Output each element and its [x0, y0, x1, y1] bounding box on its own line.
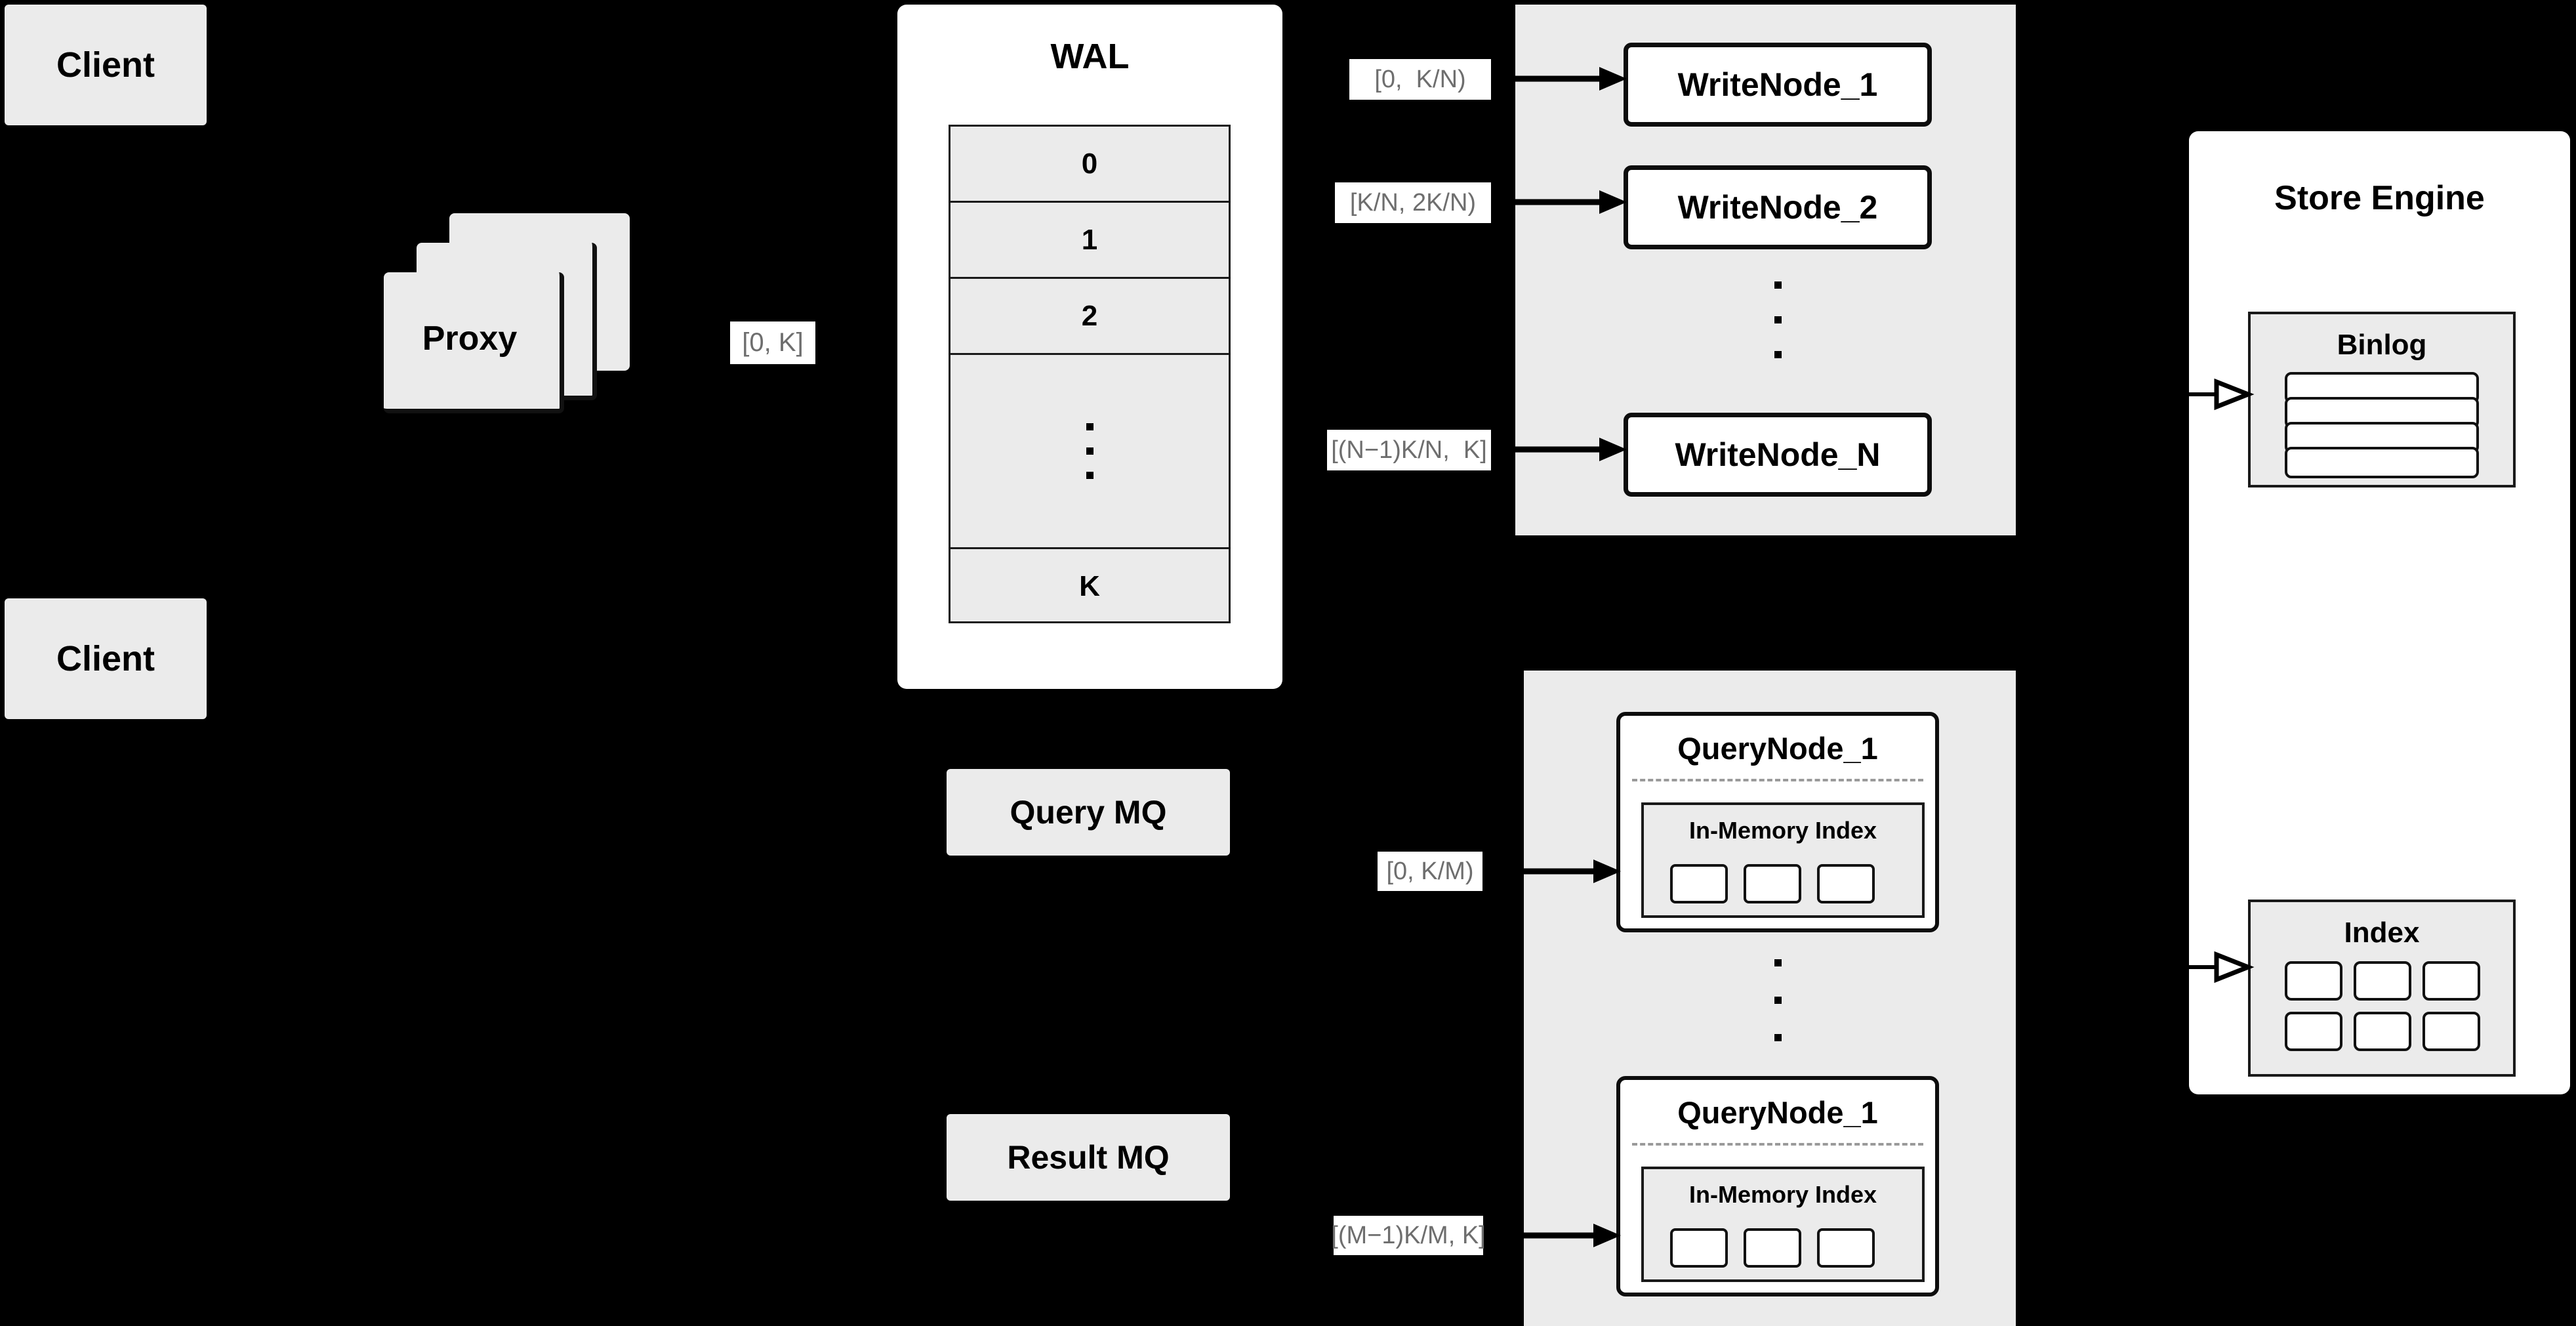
in-memory-index-label-1: In-Memory Index	[1688, 817, 1877, 844]
arrow-wal-to-writenode-2	[1515, 190, 1627, 214]
wal-row: 2	[951, 279, 1229, 355]
proxy-stack[interactable]: Proxy	[384, 213, 672, 430]
wal-table: 0 1 2 K	[949, 125, 1231, 623]
arrow-wal-to-writenode-1	[1515, 67, 1627, 91]
write-node-1-label: WriteNode_1	[1677, 66, 1878, 103]
index-cell	[1817, 864, 1875, 903]
query-mq-box[interactable]: Query MQ	[947, 769, 1230, 856]
query-node-1-label: QueryNode_1	[1677, 731, 1878, 766]
client-box-2[interactable]: Client	[5, 598, 207, 719]
index-cell	[2423, 1012, 2480, 1051]
arrow-mq-to-querynode-m	[1524, 1224, 1621, 1247]
client-label-2: Client	[56, 639, 155, 678]
index-title: Index	[2344, 917, 2420, 949]
store-engine-card: Store Engine Binlog Index	[2189, 131, 2570, 1094]
wal-row-ellipsis	[951, 355, 1229, 549]
index-cell	[2354, 1012, 2411, 1051]
binlog-title: Binlog	[2337, 329, 2427, 361]
result-mq-label: Result MQ	[1007, 1139, 1170, 1176]
vertical-ellipsis-icon	[1755, 943, 1801, 1058]
proxy-card-front: Proxy	[384, 272, 564, 413]
binlog-row	[2285, 447, 2479, 478]
query-node-1[interactable]: QueryNode_1 In-Memory Index	[1616, 712, 1939, 932]
client-label-1: Client	[56, 45, 155, 85]
wal-row: 1	[951, 203, 1229, 279]
index-cell	[1744, 864, 1801, 903]
index-cell	[1744, 1228, 1801, 1268]
write-node-1[interactable]: WriteNode_1	[1624, 43, 1932, 127]
query-node-m[interactable]: QueryNode_1 In-Memory Index	[1616, 1076, 1939, 1296]
edge-label-proxy-to-wal: [0, K]	[730, 321, 815, 364]
index-panel: Index	[2248, 900, 2516, 1077]
wal-row: 0	[951, 127, 1229, 203]
wal-title: WAL	[1050, 37, 1130, 76]
arrow-to-index	[2188, 951, 2255, 984]
edge-label-wal-to-writenode-2: [K/N, 2K/N)	[1335, 182, 1491, 223]
store-engine-title: Store Engine	[2274, 179, 2485, 217]
edge-label-wal-to-writenode-1: [0, K/N)	[1349, 59, 1491, 100]
index-cell	[1670, 1228, 1728, 1268]
index-cell	[1817, 1228, 1875, 1268]
vertical-ellipsis-icon	[1086, 415, 1094, 487]
write-node-n[interactable]: WriteNode_N	[1624, 413, 1932, 497]
write-node-2-label: WriteNode_2	[1677, 189, 1878, 226]
query-node-m-label: QueryNode_1	[1677, 1095, 1878, 1130]
query-node-cluster: QueryNode_1 In-Memory Index QueryNode_1 …	[1524, 671, 2016, 1326]
arrow-mq-to-querynode-1	[1524, 860, 1621, 883]
index-cell	[2423, 961, 2480, 1001]
arrow-to-binlog	[2188, 378, 2255, 411]
binlog-panel: Binlog	[2248, 312, 2516, 487]
index-cell	[2285, 961, 2342, 1001]
edge-label-mq-to-querynode-m: [(M−1)K/M, K]	[1331, 1216, 1486, 1255]
arrow-wal-to-writenode-n	[1515, 438, 1627, 461]
result-mq-box[interactable]: Result MQ	[947, 1114, 1230, 1201]
edge-label-wal-to-writenode-n: [(N−1)K/N, K]	[1327, 430, 1491, 470]
wal-row: K	[1079, 570, 1100, 602]
write-node-2[interactable]: WriteNode_2	[1624, 165, 1932, 249]
query-node-m-separator	[1632, 1143, 1923, 1146]
wal-card: WAL 0 1 2 K	[897, 5, 1282, 689]
in-memory-index-label-m: In-Memory Index	[1688, 1181, 1877, 1208]
write-node-cluster: WriteNode_1 WriteNode_2 WriteNode_N	[1515, 5, 2016, 535]
edge-label-mq-to-querynode-1: [0, K/M)	[1378, 852, 1482, 891]
index-cell	[2285, 1012, 2342, 1051]
index-cell	[1670, 864, 1728, 903]
index-cell	[2354, 961, 2411, 1001]
query-node-1-separator	[1632, 779, 1923, 781]
proxy-label: Proxy	[422, 320, 518, 358]
client-box-1[interactable]: Client	[5, 5, 207, 125]
write-node-n-label: WriteNode_N	[1675, 436, 1881, 473]
vertical-ellipsis-icon	[1755, 267, 1801, 372]
in-memory-index-panel-m: In-Memory Index	[1641, 1167, 1925, 1282]
query-mq-label: Query MQ	[1010, 794, 1167, 831]
in-memory-index-panel-1: In-Memory Index	[1641, 802, 1925, 918]
